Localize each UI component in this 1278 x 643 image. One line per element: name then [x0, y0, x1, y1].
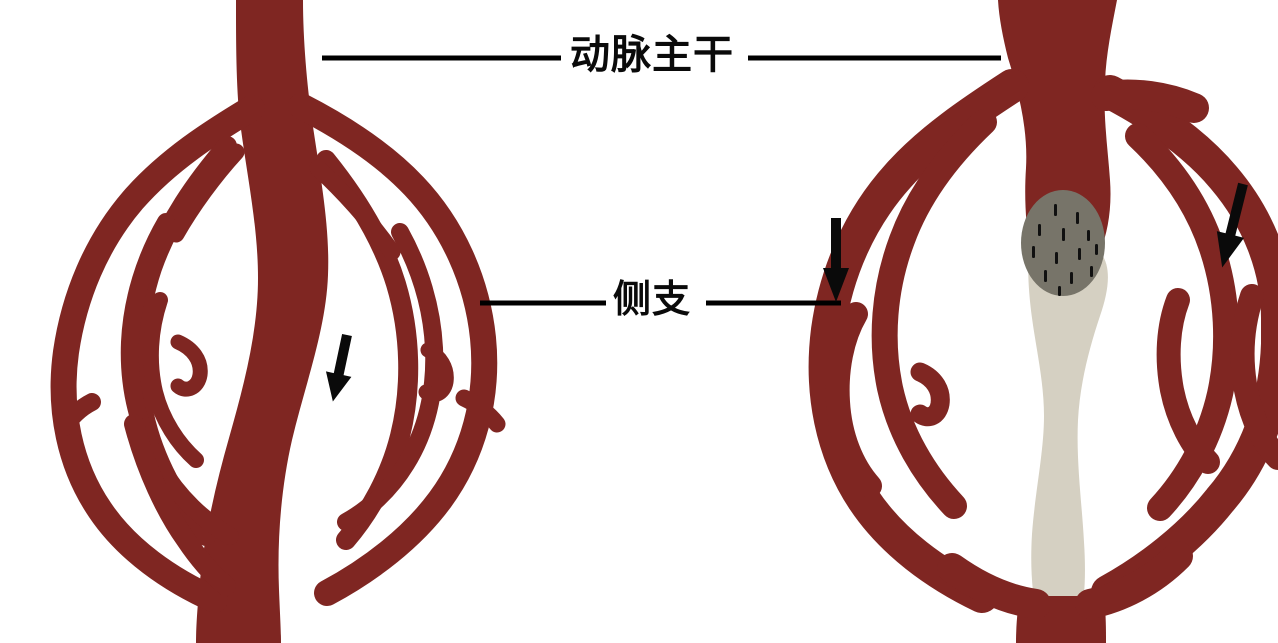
atherosclerotic-plaque: [1021, 190, 1105, 296]
collateral-junction-right: [309, 159, 401, 261]
collateral-hook-left: [170, 334, 208, 397]
main-trunk-left: [196, 0, 329, 643]
collateral-inner-left-2: [120, 213, 239, 545]
occluded-trunk-segment: [1028, 232, 1108, 620]
label-arterial-main-trunk: 动脉主干: [570, 32, 734, 78]
collateral-inner-left-3: [142, 292, 204, 468]
collateral-stub-left: [56, 393, 101, 436]
dilated-collateral-right-outer: [1091, 75, 1278, 609]
collateral-lower-left: [124, 414, 236, 596]
dilated-collateral-left-loop: [825, 302, 882, 498]
collateral-rejoin-left: [937, 553, 1051, 619]
flow-arrow-left-panel: [325, 333, 352, 402]
collateral-rejoin-right: [1075, 541, 1193, 619]
dilated-collateral-left-inner: [871, 109, 997, 519]
collateral-junction-left: [167, 143, 245, 243]
label-collateral-branch: 侧支: [613, 277, 692, 321]
flow-arrows: [325, 182, 1248, 402]
collateral-arc-right-outer: [288, 93, 498, 606]
main-trunk-right-upper: [998, 0, 1117, 252]
dilated-collateral-right-loop-2: [1230, 284, 1278, 470]
dilated-collateral-left-outer: [808, 69, 1029, 613]
dilated-collateral-left-hook: [910, 362, 950, 427]
panel-occluded-artery: [808, 0, 1278, 643]
collateral-takeoff-right: [1091, 79, 1209, 123]
leader-lines: [322, 55, 1001, 306]
collateral-hook-right: [418, 342, 454, 403]
collateral-arc-left-outer: [50, 95, 265, 613]
panel-normal-artery: [50, 0, 506, 643]
collateral-stub-right: [455, 389, 506, 433]
plaque-speckles: [1032, 204, 1098, 296]
flow-arrow-right-panel: [1216, 182, 1248, 268]
dilated-collateral-right-loop-1: [1156, 288, 1220, 474]
flow-arrow-collateral-pointer: [823, 218, 849, 302]
